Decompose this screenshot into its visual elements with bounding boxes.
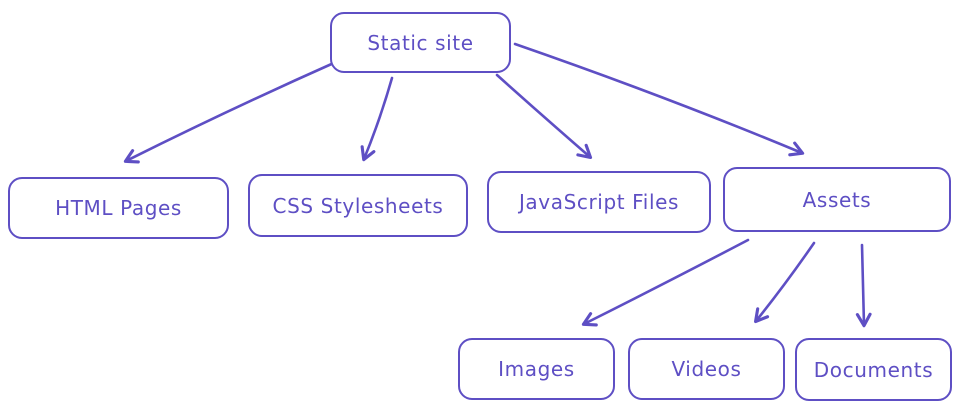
node-images-label: Images: [498, 357, 575, 381]
node-documents: Documents: [795, 338, 952, 401]
node-javascript-files-label: JavaScript Files: [518, 190, 680, 214]
node-videos: Videos: [628, 338, 785, 400]
node-documents-label: Documents: [813, 357, 934, 382]
edge-assets-to-videos: [754, 241, 816, 324]
edge-static-site-to-css-stylesheets: [360, 76, 394, 162]
node-javascript-files: JavaScript Files: [487, 171, 711, 233]
edge-assets-to-documents: [855, 243, 872, 328]
node-assets-label: Assets: [802, 187, 872, 212]
edge-assets-to-images: [581, 238, 750, 327]
node-videos-label: Videos: [671, 357, 742, 381]
edge-static-site-to-html-pages: [123, 60, 338, 164]
node-static-site-label: Static site: [367, 30, 474, 55]
edge-static-site-to-javascript-files: [495, 73, 593, 160]
node-static-site: Static site: [330, 12, 511, 73]
edge-static-site-to-assets: [513, 42, 805, 157]
node-html-pages-label: HTML Pages: [55, 196, 182, 220]
node-css-stylesheets-label: CSS Stylesheets: [272, 193, 444, 218]
node-images: Images: [458, 338, 615, 400]
node-css-stylesheets: CSS Stylesheets: [248, 174, 468, 237]
node-html-pages: HTML Pages: [8, 177, 229, 239]
node-assets: Assets: [723, 167, 951, 232]
